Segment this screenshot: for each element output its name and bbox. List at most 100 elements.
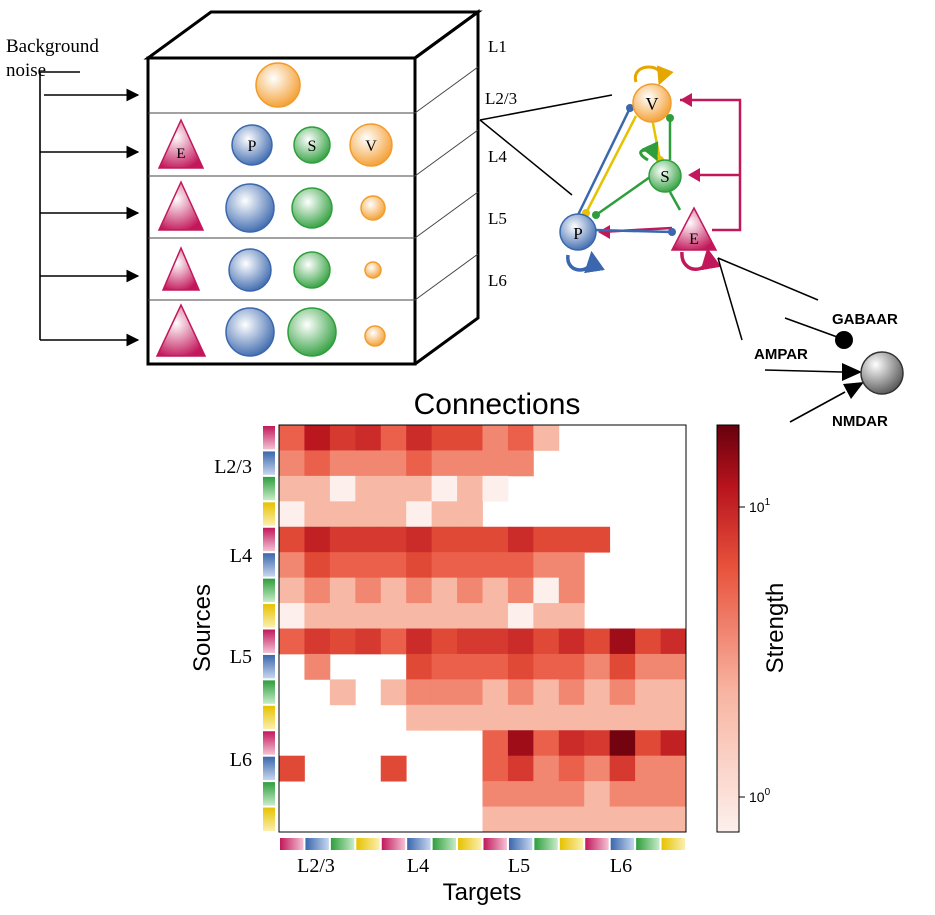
circuit-node-p (559, 213, 597, 251)
heatmap-cell (482, 603, 509, 629)
heatmap-cell (406, 704, 433, 731)
heatmap-cell (380, 755, 407, 782)
colorbar-tick-label-low: 100 (749, 787, 771, 805)
source-group-label-l5: L5 (230, 646, 252, 668)
heatmap-cell (355, 552, 382, 579)
heatmap-cell (304, 501, 331, 528)
target-strip-p (508, 838, 533, 850)
layer-label-l1: L1 (488, 37, 507, 56)
heatmap-cell (304, 450, 331, 477)
synapse-marker (680, 93, 692, 107)
source-strip-v (263, 807, 275, 831)
source-group-label-l4: L4 (230, 545, 252, 567)
heatmap-cell (533, 781, 560, 807)
circuit-node-s (648, 159, 682, 193)
circuit-node-v-label: V (646, 94, 659, 114)
cell-label-s: S (308, 138, 317, 155)
heatmap-cell (457, 450, 483, 477)
l6-pv-cell-a (228, 248, 272, 292)
heatmap-cell (533, 628, 560, 655)
heatmap-cell (406, 425, 433, 451)
circuit-node-v (632, 83, 672, 123)
heatmap-cell (533, 679, 560, 706)
heatmap-cell (609, 628, 636, 655)
heatmap-cell (355, 577, 382, 604)
heatmap-cell (660, 704, 687, 731)
background-noise-arrows (39, 71, 140, 347)
heatmap-cell (406, 450, 433, 477)
heatmap-cell (558, 730, 585, 757)
heatmap-cell (635, 628, 661, 655)
heatmap-cell (380, 425, 407, 451)
heatmap-cell (558, 552, 585, 579)
heatmap-cell (482, 755, 509, 782)
source-strip-e (263, 527, 275, 552)
layer-divider-side (414, 66, 479, 114)
synapse-marker (688, 168, 700, 182)
heatmap-cell (609, 781, 636, 807)
heatmap-cell (329, 552, 356, 579)
target-population-strips (280, 838, 685, 850)
heatmap-cell (533, 653, 560, 680)
heatmap-cell (457, 526, 483, 553)
excitatory-self-loop (680, 247, 722, 271)
gaba-input-line (784, 317, 841, 339)
target-group-label-l5: L5 (508, 855, 530, 877)
heatmap-cell (457, 704, 483, 731)
colorbar-tick-label-high: 101 (749, 497, 771, 515)
postsynaptic-neuron (860, 351, 904, 395)
heatmap-cell (380, 475, 407, 502)
heatmap-cell (431, 679, 458, 706)
heatmap-cell (457, 628, 483, 655)
heatmap-cell (584, 653, 611, 680)
heatmap-cell (533, 577, 560, 604)
target-strip-v (458, 838, 482, 850)
source-strip-e (263, 731, 275, 755)
target-strip-s (432, 838, 457, 850)
heatmap-cell (635, 730, 661, 757)
heatmap-cell (329, 577, 356, 604)
heatmap-cell (355, 603, 382, 629)
heatmap-cell (457, 552, 483, 579)
l4-sst-cell (293, 126, 331, 164)
heatmap-cell (660, 806, 687, 833)
heatmap-cell (406, 526, 433, 553)
l6-vip-cell-a (364, 261, 382, 279)
cell-label-e: E (176, 146, 185, 162)
heatmap-cell (482, 781, 509, 807)
heatmap-cell (355, 501, 382, 528)
heatmap-cell (635, 781, 661, 807)
heatmap-cell (558, 679, 585, 706)
source-strip-s (263, 578, 275, 603)
heatmap-cell (609, 653, 636, 680)
heatmap-cell (660, 653, 687, 680)
heatmap-cell (304, 425, 331, 451)
heatmap-cell (380, 679, 407, 706)
vip-self-loop (634, 65, 674, 86)
heatmap-cell (431, 425, 458, 451)
heatmap-cell (457, 577, 483, 604)
colorbar-label: Strength (762, 583, 789, 674)
heatmap-cell (279, 425, 305, 451)
heatmap-cell (660, 679, 687, 706)
heatmap-cell (584, 679, 611, 706)
heatmap-cell (482, 704, 509, 731)
heatmap-cell (635, 755, 661, 782)
source-strip-p (263, 756, 275, 781)
heatmap-cell (329, 603, 356, 629)
nmdar-input-line (789, 391, 846, 423)
l5-pv-cell (225, 183, 275, 233)
heatmap-cell (609, 806, 636, 833)
heatmap-cell (457, 603, 483, 629)
heatmap-cell (507, 806, 534, 833)
heatmap-cell (533, 755, 560, 782)
target-strip-v (356, 838, 380, 850)
synapse-dot (668, 228, 676, 236)
heatmap-cell (457, 475, 483, 502)
heatmap-cell (406, 628, 433, 655)
heatmap-cell (329, 450, 356, 477)
l4-vip-cell (349, 123, 393, 167)
heatmap-cell (584, 730, 611, 757)
zoom-lines (479, 94, 613, 196)
heatmap-cell (507, 425, 534, 451)
